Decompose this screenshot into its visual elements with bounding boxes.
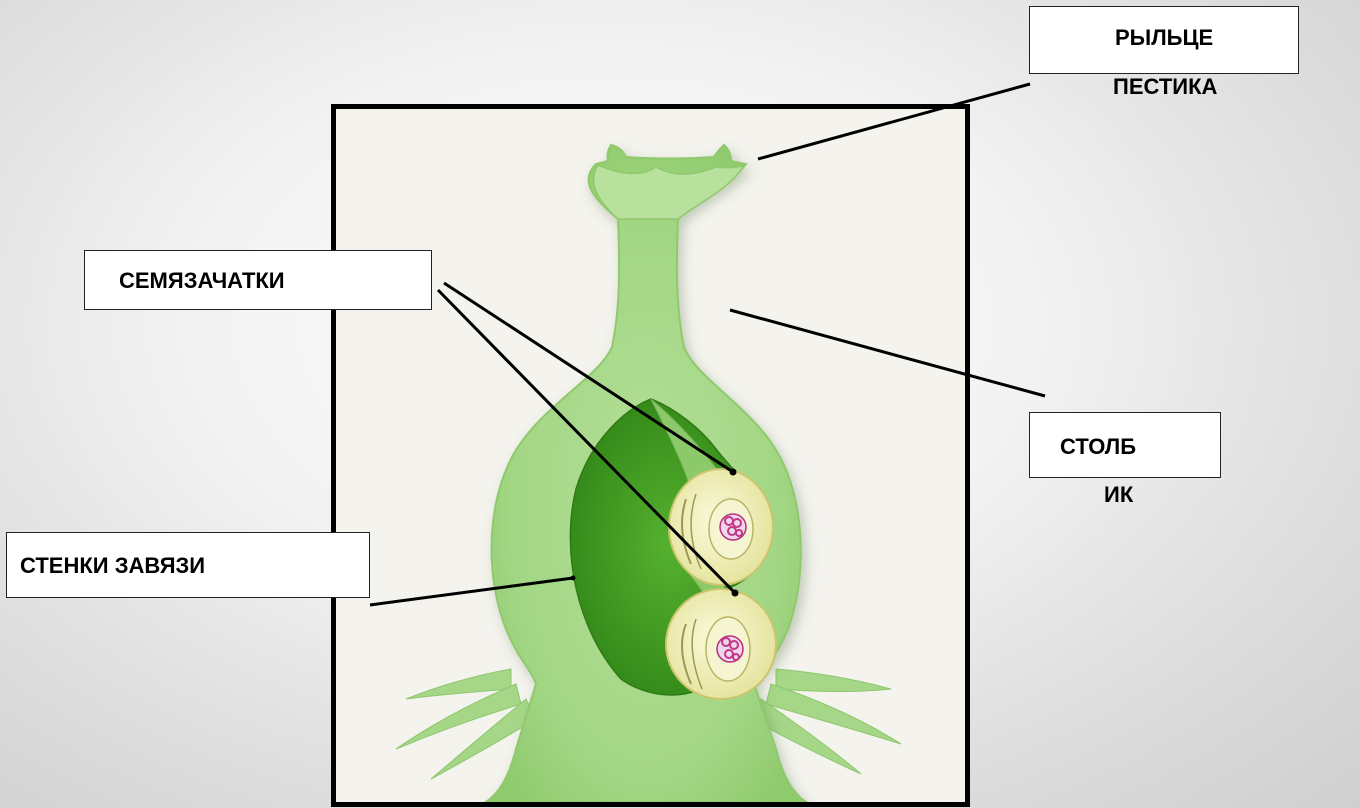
ovary-walls-label: СТЕНКИ ЗАВЯЗИ [20,553,206,578]
stigma [592,163,746,220]
style-label-line2: ИК [1104,482,1134,507]
stigma-label-box [1029,6,1299,74]
style-label-box [1029,412,1221,478]
style-label-line1: СТОЛБ [1060,434,1137,459]
pistil-illustration [395,143,902,802]
stigma-label-line2: ПЕСТИКА [1113,74,1218,99]
ovules-label-box [84,250,432,310]
ovules-label: СЕМЯЗАЧАТКИ [119,268,285,293]
stigma-label-line1: РЫЛЬЦЕ [1115,25,1214,50]
diagram-frame [331,104,970,807]
upper-ovule [668,468,774,586]
ovary-walls-label-box [6,532,370,598]
receptacle-extensions [395,668,902,780]
lower-ovule [665,588,777,700]
